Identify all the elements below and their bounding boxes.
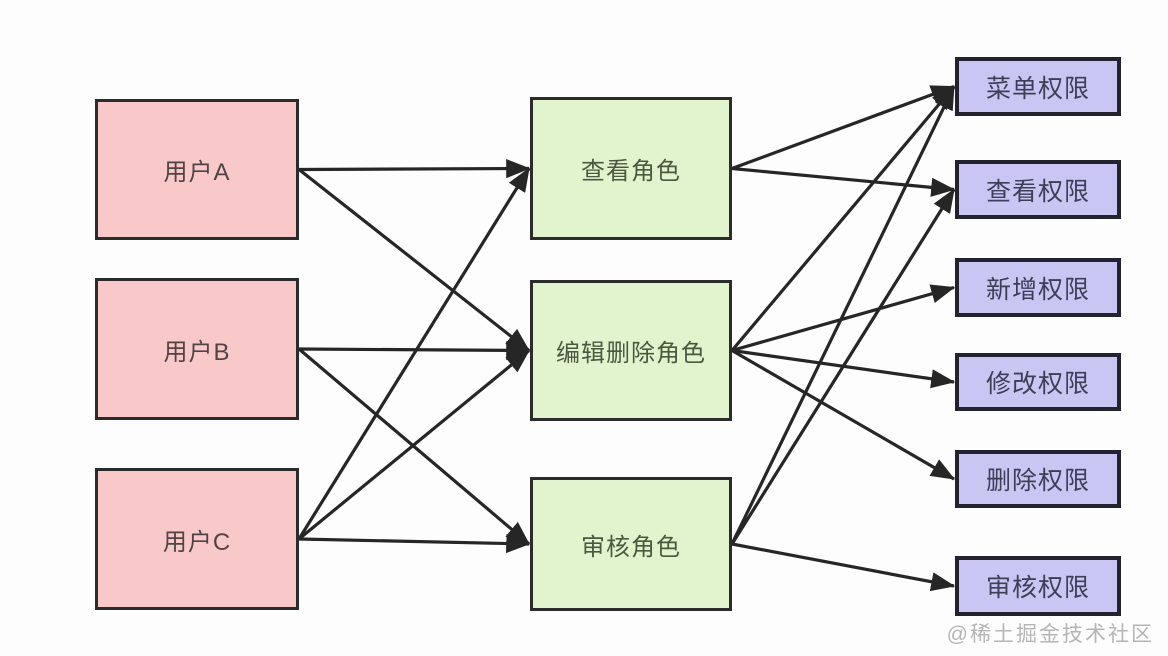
edge-arrow-roleAudit-permMenu	[730, 85, 956, 545]
node-perm-delete: 删除权限	[955, 450, 1121, 508]
edge-arrow-userB-roleEdit	[298, 340, 531, 360]
node-label: 用户B	[163, 338, 231, 366]
node-user-c: 用户C	[95, 468, 299, 610]
node-label: 查看权限	[985, 177, 1090, 206]
node-perm-add: 新增权限	[955, 258, 1121, 317]
edge-arrow-roleEdit-permModify	[731, 348, 956, 389]
node-label: 用户C	[162, 528, 232, 556]
edge-arrow-userA-roleView	[298, 158, 531, 179]
edge-arrow-userC-roleView	[297, 167, 531, 540]
node-label: 编辑删除角色	[556, 340, 706, 367]
node-label: 新增权限	[985, 275, 1090, 304]
edge-arrow-roleAudit-permAudit	[731, 542, 956, 592]
node-label: 查看角色	[581, 158, 681, 185]
node-perm-view: 查看权限	[955, 160, 1121, 219]
node-label: 删除权限	[985, 467, 1090, 495]
node-role-audit: 审核角色	[530, 477, 732, 611]
edge-arrow-roleEdit-permMenu	[730, 85, 956, 352]
node-perm-audit: 审核权限	[955, 556, 1121, 616]
node-label: 用户A	[163, 159, 231, 186]
edge-arrow-roleView-permMenu	[731, 84, 956, 171]
edge-arrow-userC-roleEdit	[297, 349, 531, 541]
node-user-a: 用户A	[95, 99, 299, 240]
node-label: 菜单权限	[985, 74, 1090, 103]
node-user-b: 用户B	[95, 278, 299, 420]
node-role-view: 查看角色	[530, 97, 732, 240]
watermark: @稀土掘金技术社区	[946, 623, 1154, 646]
edge-arrow-userA-roleEdit	[298, 168, 530, 352]
edge-arrow-roleEdit-permAdd	[731, 284, 956, 353]
edge-arrow-userB-roleAudit	[297, 347, 531, 546]
edge-arrow-roleEdit-permDelete	[731, 349, 956, 481]
node-label: 审核角色	[581, 533, 681, 561]
node-perm-menu: 菜单权限	[955, 57, 1121, 116]
node-role-edit-delete: 编辑删除角色	[530, 280, 732, 421]
node-label: 审核权限	[985, 574, 1090, 602]
node-perm-modify: 修改权限	[955, 353, 1121, 411]
edge-arrow-roleAudit-permView	[730, 188, 956, 545]
edge-arrow-userC-roleAudit	[298, 533, 531, 554]
node-label: 修改权限	[985, 370, 1090, 398]
edge-arrow-roleView-permView	[731, 166, 956, 197]
